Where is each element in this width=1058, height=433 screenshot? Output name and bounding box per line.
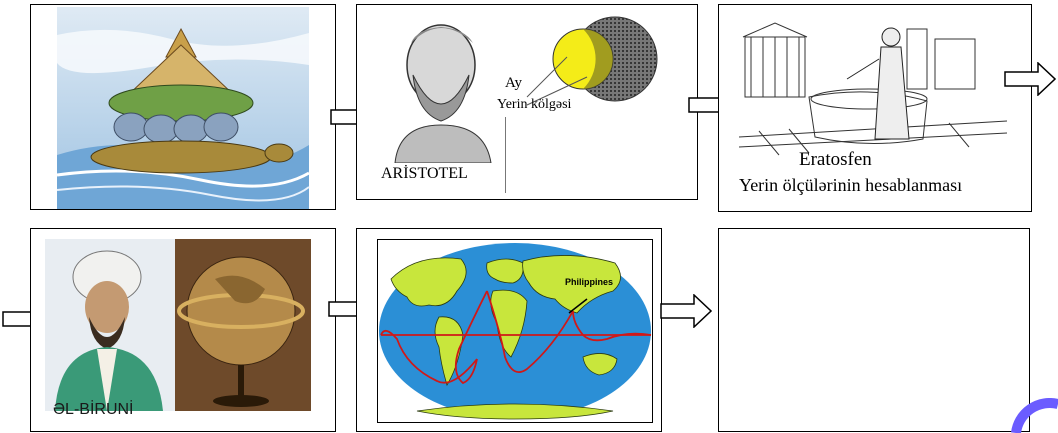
corner-accent-arc <box>1011 398 1058 433</box>
moon-label: Ay <box>505 75 522 91</box>
al-biruni-portrait-and-globe <box>45 239 311 411</box>
aristotle-caption: ARİSTOTEL <box>381 165 468 182</box>
panel-eratosthenes: Eratosfen Yerin ölçülərinin hesablanması <box>718 4 1032 212</box>
caption-divider <box>505 117 506 193</box>
eratosthenes-name: Eratosfen <box>799 149 872 170</box>
lunar-eclipse-diagram <box>526 16 658 106</box>
eratosthenes-caption: Yerin ölçülərinin hesablanması <box>739 175 963 195</box>
panel-world-map: Philippines <box>356 228 662 432</box>
panel-empty <box>718 228 1030 432</box>
aristotle-bust-illustration <box>375 13 511 163</box>
philippines-label: Philippines <box>565 277 614 287</box>
al-biruni-caption: ƏL-BİRUNİ <box>53 401 134 418</box>
earth-shadow-label: Yerin kölgəsi <box>497 97 572 112</box>
right-arrow-icon <box>660 294 712 328</box>
right-arrow-icon <box>1004 62 1056 96</box>
ancient-earth-model-illustration <box>56 7 310 209</box>
panel-aristotle: Ay Yerin kölgəsi ARİSTOTEL <box>356 4 698 200</box>
panel-al-biruni: ƏL-BİRUNİ <box>30 228 336 432</box>
panel-ancient-earth-model <box>30 4 336 210</box>
world-map-circumnavigation <box>377 239 653 423</box>
eratosthenes-engraving <box>739 19 1007 157</box>
